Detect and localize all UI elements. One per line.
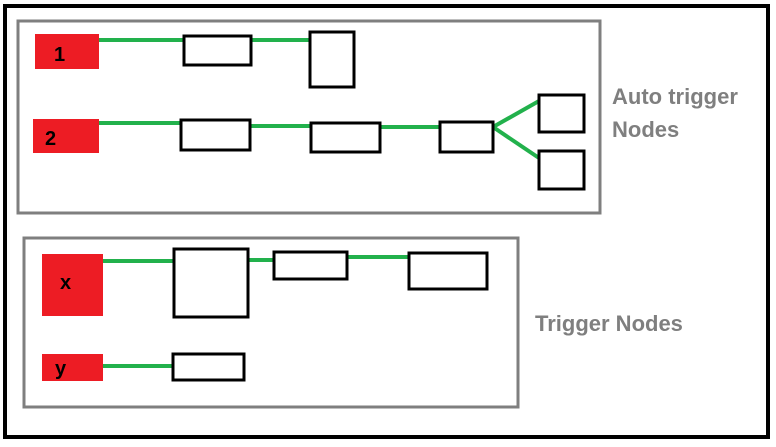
- trigger-group-label: Trigger Nodes: [535, 311, 683, 336]
- trigger-node-y: y: [42, 354, 103, 381]
- node-box: [407, 251, 489, 291]
- outer-frame: [3, 4, 770, 439]
- node-box: [309, 121, 382, 154]
- trigger-group-box: [22, 236, 520, 409]
- trigger-node-label: x: [60, 272, 71, 294]
- trigger-row-x-connectors: [103, 255, 409, 263]
- auto-row-2-connectors: [98, 99, 541, 160]
- trigger-node-label: y: [55, 358, 67, 380]
- trigger-node-1: 1: [35, 34, 99, 69]
- node-box: [179, 118, 252, 152]
- node-box: [537, 93, 586, 134]
- auto-trigger-label-line-2: Nodes: [612, 117, 679, 142]
- connector: [491, 125, 541, 160]
- connector: [492, 99, 540, 129]
- node-box: [438, 120, 495, 154]
- trigger-node-fill: [33, 119, 99, 153]
- trigger-node-label: 1: [54, 44, 65, 66]
- trigger-node-fill: [35, 34, 99, 69]
- trigger-node-fill: [42, 354, 103, 381]
- node-box: [171, 352, 246, 382]
- node-box: [172, 247, 250, 319]
- node-box: [537, 149, 586, 191]
- trigger-node-x: x: [42, 254, 103, 316]
- auto-trigger-group-box: [16, 19, 602, 215]
- trigger-node-label: 2: [45, 128, 56, 150]
- node-box: [308, 30, 356, 89]
- auto-trigger-label-line-1: Auto trigger: [612, 84, 738, 109]
- trigger-node-2: 2: [33, 119, 99, 153]
- trigger-node-fill: [42, 254, 103, 316]
- node-box: [182, 34, 253, 67]
- node-box: [272, 250, 349, 281]
- auto-trigger-group-label: Auto trigger Nodes: [612, 84, 744, 142]
